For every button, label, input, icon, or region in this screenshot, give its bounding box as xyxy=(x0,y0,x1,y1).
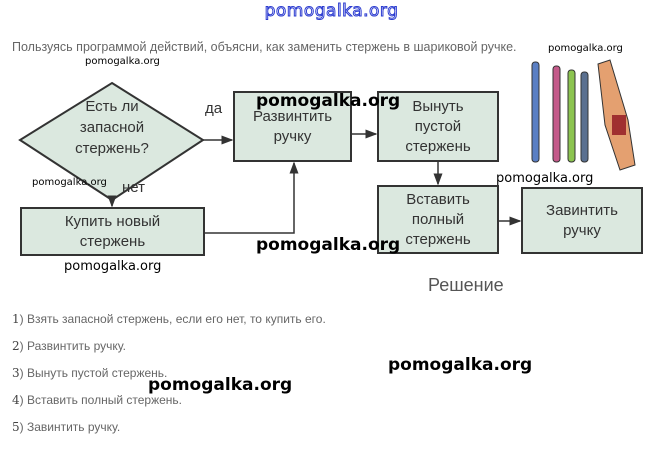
step-screw-box: Завинтить ручку xyxy=(521,187,643,254)
step-unscrew-box: Развинтить ручку xyxy=(233,91,352,162)
decision-line: Есть ли xyxy=(85,98,139,115)
arrow-buy-unscrew xyxy=(205,161,299,234)
no-label: нет xyxy=(122,179,145,196)
solution-title: Решение xyxy=(428,275,504,295)
step-text: ) Завинтить ручку. xyxy=(19,420,121,434)
box-line: ручку xyxy=(273,127,312,145)
box-line: Развинтить xyxy=(252,107,333,125)
step-number: 1 xyxy=(12,312,20,326)
watermark: pomogalka.org xyxy=(148,375,293,395)
step-text: ) Вставить полный стержень. xyxy=(19,393,182,407)
step-buy-box: Купить новый стержень xyxy=(20,207,205,256)
flowchart-connectors xyxy=(18,59,636,234)
watermark: pomogalka.org xyxy=(548,43,623,54)
pens-illustration xyxy=(531,59,636,171)
box-line: полный xyxy=(411,210,465,228)
watermark: pomogalka.org xyxy=(32,177,107,188)
box-line: Завинтить xyxy=(546,201,618,219)
step-item: 4) Вставить полный стержень. xyxy=(12,393,182,407)
step-item: 5) Завинтить ручку. xyxy=(12,420,120,434)
watermark: pomogalka.org xyxy=(64,259,162,274)
step-number: 3 xyxy=(12,366,20,380)
step-item: 2) Развинтить ручку. xyxy=(12,339,126,353)
box-line: ручку xyxy=(563,221,601,239)
step-item: 1) Взять запасной стержень, если его нет… xyxy=(12,312,326,326)
step-text: ) Развинтить ручку. xyxy=(19,339,126,353)
step-number: 2 xyxy=(12,339,20,353)
decision-text: Есть ли запасной стержень? xyxy=(52,96,172,159)
box-line: стержень xyxy=(79,232,146,250)
task-text: Пользуясь программой действий, объясни, … xyxy=(12,40,517,54)
watermark: pomogalka.org xyxy=(496,171,594,186)
watermark: pomogalka.org xyxy=(256,235,401,255)
decision-line: стержень? xyxy=(75,140,149,157)
step-text: ) Взять запасной стержень, если его нет,… xyxy=(19,312,326,326)
step-insert-box: Вставить полный стержень xyxy=(377,185,499,254)
step-number: 4 xyxy=(12,393,20,407)
box-line: Купить новый xyxy=(64,212,161,230)
watermark: pomogalka.org xyxy=(85,56,160,67)
step-text: ) Вынуть пустой стержень. xyxy=(19,366,168,380)
watermark: pomogalka.org xyxy=(256,91,401,111)
box-line: стержень xyxy=(405,230,471,248)
watermark: pomogalka.org xyxy=(388,355,533,375)
site-header[interactable]: pomogalka.org xyxy=(264,1,399,22)
step-number: 5 xyxy=(12,420,20,434)
decision-line: запасной xyxy=(79,119,145,136)
step-item: 3) Вынуть пустой стержень. xyxy=(12,366,167,380)
box-line: стержень xyxy=(405,137,471,155)
box-line: Вставить xyxy=(406,190,470,208)
box-line: Вынуть xyxy=(412,97,464,115)
yes-label: да xyxy=(205,100,223,117)
box-line: пустой xyxy=(414,117,462,135)
step-remove-box: Вынуть пустой стержень xyxy=(377,91,499,162)
